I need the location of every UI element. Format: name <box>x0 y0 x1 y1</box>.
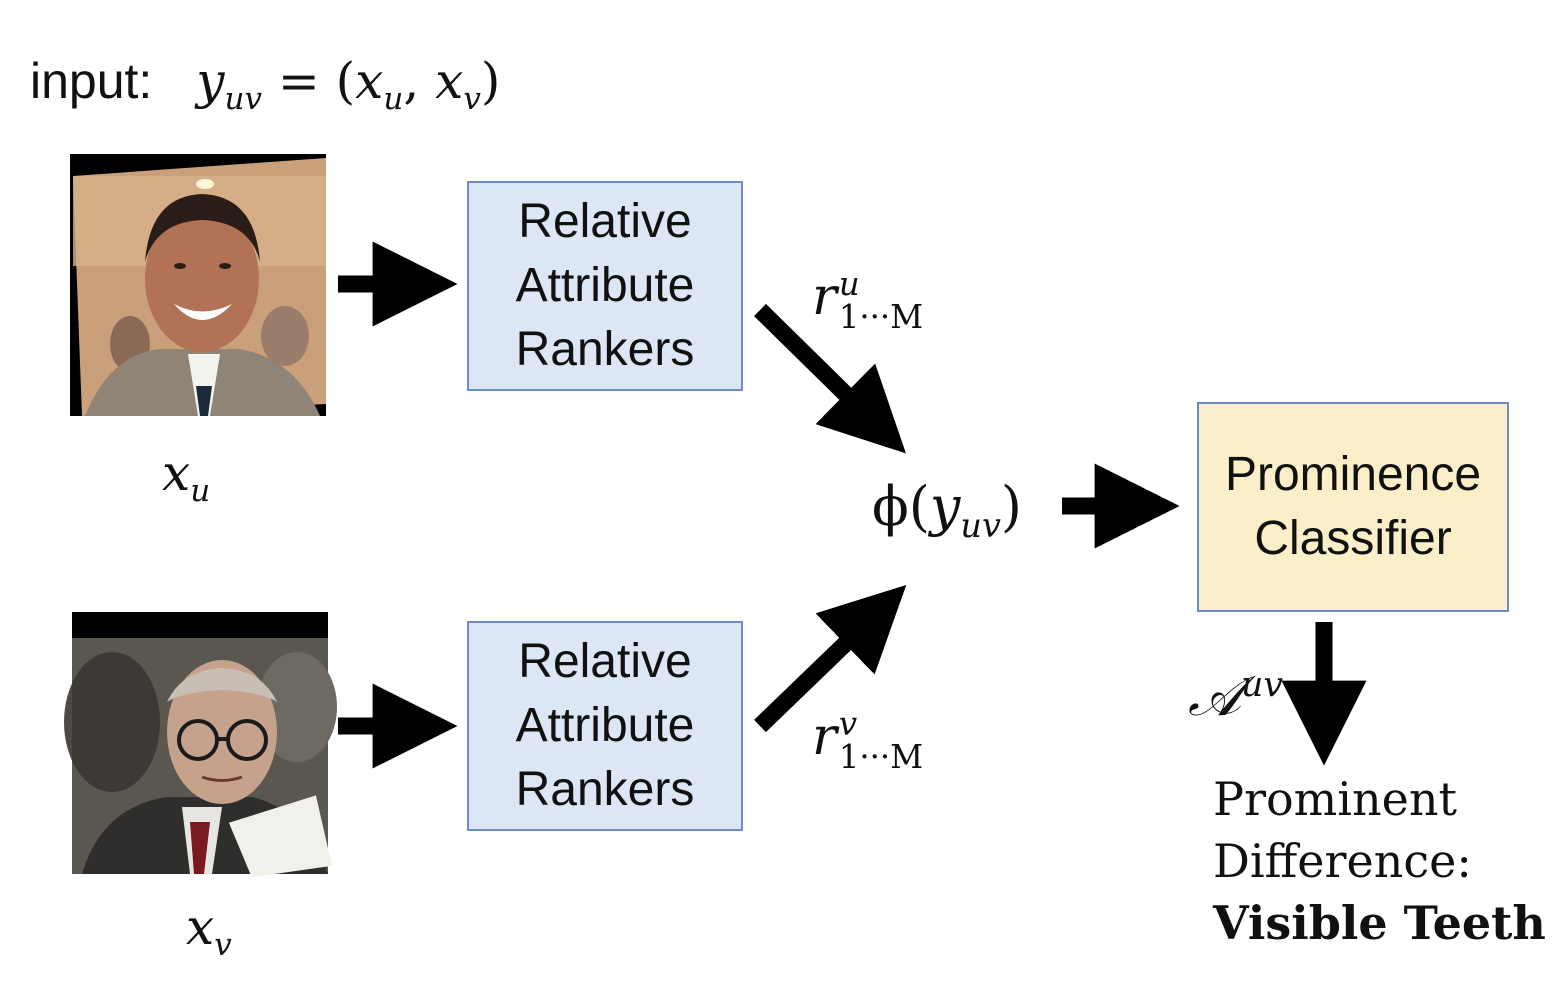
result-line-2: Difference: <box>1213 834 1472 888</box>
image-label-u: xu <box>162 444 211 509</box>
result-line-3: Visible Teeth <box>1213 896 1546 950</box>
classifier-output-symbol: 𝒜uv <box>1188 664 1283 729</box>
feature-phi: ϕ(yuv) <box>872 475 1022 545</box>
classifier-line: Classifier <box>1254 512 1452 565</box>
ranker-box-bottom: Relative Attribute Rankers <box>467 621 743 831</box>
result-text: Prominent Difference: Visible Teeth <box>1213 768 1546 954</box>
prominence-classifier-box: Prominence Classifier <box>1197 402 1509 612</box>
ranker-line: Rankers <box>515 763 695 816</box>
input-title: input: yuv = (xu, xv) <box>30 46 500 123</box>
input-formula: yuv = (xu, xv) <box>196 52 501 117</box>
classifier-line: Prominence <box>1224 448 1482 501</box>
result-line-1: Prominent <box>1213 772 1457 826</box>
image-label-v: xv <box>186 898 232 963</box>
ranker-box-top: Relative Attribute Rankers <box>467 181 743 391</box>
input-label: input: <box>30 53 153 109</box>
ranker-line: Relative <box>518 635 692 688</box>
ranker-line: Rankers <box>515 323 695 376</box>
ranker-line: Relative <box>518 195 692 248</box>
ranker-line: Attribute <box>515 699 695 752</box>
ranker-line: Attribute <box>515 259 695 312</box>
